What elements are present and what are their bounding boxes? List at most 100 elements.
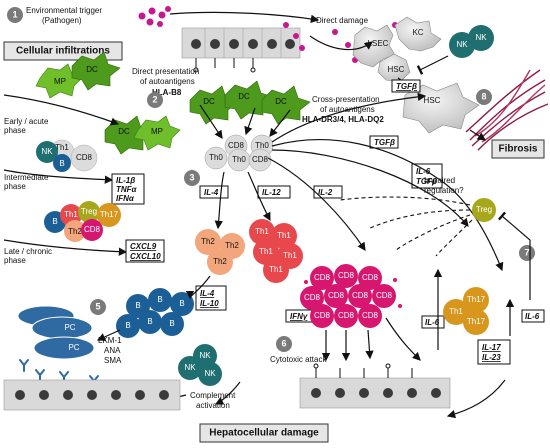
dc-label: DC (203, 97, 215, 106)
svg-text:ANA: ANA (104, 346, 121, 355)
svg-text:CD8: CD8 (376, 291, 393, 300)
mp-dc-cluster: MP DC DC MP DC DC DC (35, 51, 311, 155)
svg-text:Th1: Th1 (269, 265, 283, 274)
svg-text:Th2: Th2 (225, 241, 239, 250)
lsec-label: LSEC (368, 39, 389, 48)
dc-label: DC (86, 65, 98, 74)
impaired-label: Impaired (424, 176, 455, 185)
svg-text:TGFβ: TGFβ (374, 138, 395, 147)
svg-text:Cellular infiltrations: Cellular infiltrations (16, 46, 110, 57)
b-cell-cluster: B B B B B B (116, 288, 194, 338)
th1-cluster: Th1 Th1 Th1 Th1 Th1 (249, 219, 303, 283)
svg-text:CD8: CD8 (338, 271, 355, 280)
il12-box: IL-12 (257, 185, 291, 199)
svg-text:3: 3 (189, 172, 194, 182)
th17-cluster: Th17 Th1 Th17 (443, 287, 489, 335)
hepatocyte-row-bottom (3, 363, 451, 411)
step-5: 5 (90, 299, 106, 315)
treg-label: Treg (81, 207, 97, 216)
svg-text:Th1: Th1 (255, 227, 269, 236)
svg-text:CD8: CD8 (328, 291, 345, 300)
mp-label: MP (54, 77, 66, 86)
b-label: B (52, 217, 57, 226)
svg-text:IL-6: IL-6 (425, 318, 440, 327)
cd8-label: CD8 (76, 153, 93, 162)
svg-text:B: B (147, 317, 152, 326)
plasma-cells: PC PC (17, 305, 95, 360)
svg-text:B: B (179, 299, 184, 308)
svg-text:Th1: Th1 (283, 251, 297, 260)
svg-text:CD8: CD8 (304, 293, 321, 302)
svg-text:IL-23: IL-23 (482, 353, 501, 362)
differentiation-arrows (214, 92, 504, 272)
b-label: B (59, 159, 64, 168)
mp-label: MP (151, 127, 163, 136)
svg-text:B: B (125, 321, 130, 330)
svg-text:CD8: CD8 (314, 273, 331, 282)
svg-text:Fibrosis: Fibrosis (499, 144, 538, 155)
svg-text:TGFβ: TGFβ (416, 177, 437, 186)
svg-text:Hepatocellular damage: Hepatocellular damage (209, 428, 319, 439)
il2-box: IL-2 (313, 185, 343, 199)
early-cytokines: IL-1β TNFα IFNα (111, 173, 145, 205)
late-label: Late / chronic (4, 247, 52, 256)
svg-text:SMA: SMA (104, 356, 122, 365)
hsc-label: HSC (424, 96, 441, 105)
th2-cluster: Th2 Th2 Th2 (195, 229, 245, 275)
kc-label: KC (412, 28, 423, 37)
cellular-infiltrations-box: Cellular infiltrations (3, 41, 123, 61)
svg-text:Th17: Th17 (467, 317, 486, 326)
svg-text:NK: NK (184, 363, 196, 372)
svg-text:NK: NK (199, 351, 211, 360)
svg-text:CD8: CD8 (338, 311, 355, 320)
th2-label: Th2 (68, 227, 82, 236)
late-sub: phase (4, 256, 26, 265)
svg-text:IL-6: IL-6 (525, 312, 540, 321)
dc-label: DC (118, 127, 130, 136)
cd8-label: CD8 (84, 225, 101, 234)
step-7: 7 (519, 245, 535, 261)
late-cytokines: CXCL9 CXCL10 (125, 239, 165, 263)
svg-text:IL-4: IL-4 (204, 188, 219, 197)
step-3: 3 (184, 170, 200, 186)
pc-label: PC (68, 343, 79, 352)
liver-sinusoid-cells: LSEC KC HSC (352, 16, 442, 83)
svg-text:B: B (169, 319, 174, 328)
hla-dr-label: HLA-DR3/4, HLA-DQ2 (302, 115, 384, 124)
svg-text:IL-10: IL-10 (200, 299, 219, 308)
intermediate-sub: phase (4, 182, 26, 191)
svg-text:IL-1β: IL-1β (116, 176, 135, 185)
step-2: 2 (147, 92, 163, 108)
th0-label: Th0 (209, 153, 223, 162)
early-phase-label: Early / acute (4, 117, 49, 126)
svg-text:CXCL9: CXCL9 (130, 242, 157, 251)
b-to-pc-arrow (96, 329, 121, 341)
cd8-effector-cluster: CD8 CD8 CD8 CD8 CD8 CD8 CD8 CD8 CD8 CD8 (300, 264, 396, 328)
fibrosis-fibers (465, 69, 549, 151)
t-cell-cluster: CD8 Th0 Th0 Th0 CD8 (204, 134, 274, 172)
dc-to-t-arrows (199, 104, 291, 139)
nk-label: NK (475, 33, 487, 42)
nk-cells-top: NK NK (449, 25, 494, 58)
tgfb-treg-box: TGFβ (369, 135, 399, 149)
cd8-label: CD8 (228, 141, 245, 150)
svg-text:B: B (135, 301, 140, 310)
th1-label: Th1 (64, 210, 78, 219)
svg-text:IFNγ: IFNγ (290, 312, 308, 321)
intermediate-label: Intermediate (4, 173, 49, 182)
early-phase-sub: phase (4, 126, 26, 135)
il4-il10-box: IL-4IL-10 (195, 285, 227, 311)
svg-text:Th1: Th1 (449, 307, 463, 316)
ifng-box: IFNγ (285, 309, 315, 323)
nk-cells-bottom: NK NK NK (178, 344, 222, 386)
svg-text:2: 2 (152, 94, 157, 104)
step-1: 1 (7, 7, 23, 23)
svg-text:1: 1 (12, 9, 17, 19)
treg-cell: Treg (472, 198, 496, 222)
hsc-label-top: HSC (388, 65, 405, 74)
cytotoxic-label: Cytotoxic attack (270, 355, 327, 364)
early-infiltrate: Th1 NK B CD8 (36, 139, 98, 172)
